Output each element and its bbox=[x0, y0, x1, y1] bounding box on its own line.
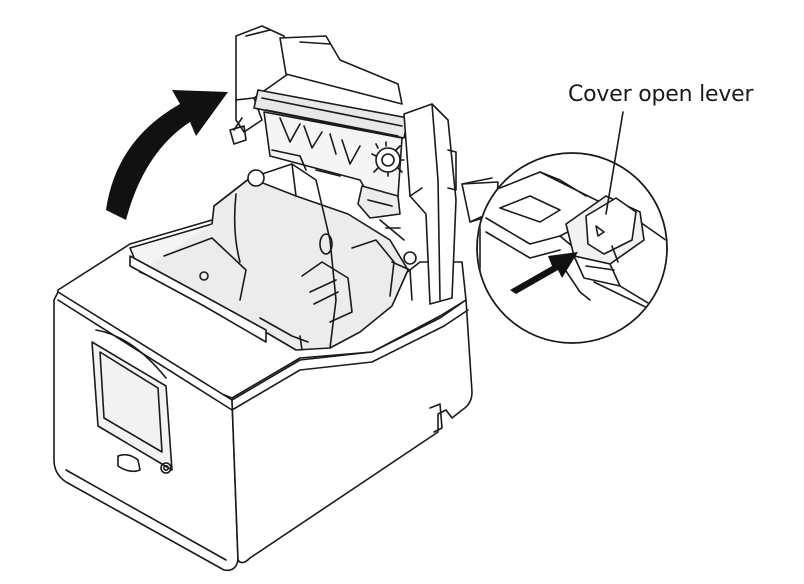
callout-leader-line bbox=[605, 111, 624, 215]
lever-detail-magnifier bbox=[476, 152, 668, 344]
open-direction-arrow bbox=[106, 90, 228, 220]
printer-body bbox=[53, 219, 473, 572]
printer-cover-open bbox=[229, 25, 457, 305]
push-arrow bbox=[510, 252, 578, 294]
paper-compartment bbox=[129, 163, 417, 351]
cover-open-lever-label: Cover open lever bbox=[568, 82, 754, 107]
